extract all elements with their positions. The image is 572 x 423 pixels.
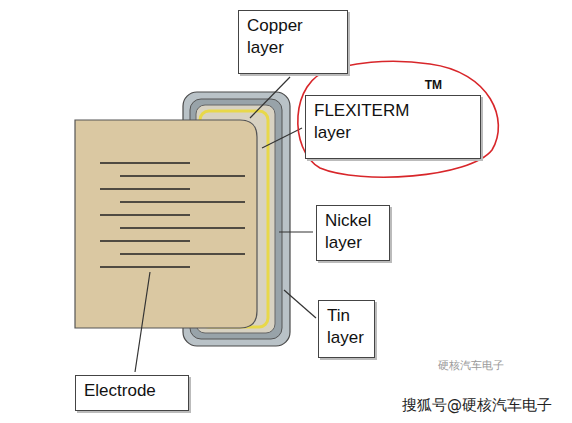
electrode-line (100, 240, 190, 241)
leader-line (279, 231, 313, 232)
electrode-line (100, 188, 190, 189)
electrode-line (120, 227, 245, 228)
electrode-label-box: Electrode (75, 375, 189, 411)
leader-line (284, 290, 316, 318)
watermark: 搜狐号@硬核汽车电子 (402, 396, 552, 415)
leader-lines (135, 77, 316, 372)
nickel-label-box: Nickel layer (316, 205, 390, 261)
part-label: Nickel layer (325, 210, 371, 254)
part-label: FLEXITERM layer (314, 100, 409, 144)
electrode-lines (100, 163, 245, 267)
ceramic-body (75, 120, 257, 328)
part-label: Tin layer (327, 305, 364, 349)
tin-label-box: Tin layer (318, 300, 375, 358)
leader-line (262, 128, 302, 148)
trademark-mark: TM (425, 78, 442, 92)
electrode-line (100, 214, 190, 215)
copper-label-box: Copper layer (238, 10, 348, 74)
leader-line (250, 77, 290, 118)
electrode-line (100, 162, 190, 163)
part-label: Electrode (84, 380, 180, 402)
electrode-line (120, 175, 245, 176)
part-label: Copper layer (247, 15, 303, 59)
leader-line (135, 272, 150, 372)
electrode-line (100, 266, 190, 267)
electrode-line (120, 253, 245, 254)
faded-watermark: 硬核汽车电子 (438, 358, 504, 373)
highlight-ellipse (298, 61, 499, 177)
flexiterm-label-box: FLEXITERM layerTM (305, 95, 481, 159)
electrode-line (120, 201, 245, 202)
